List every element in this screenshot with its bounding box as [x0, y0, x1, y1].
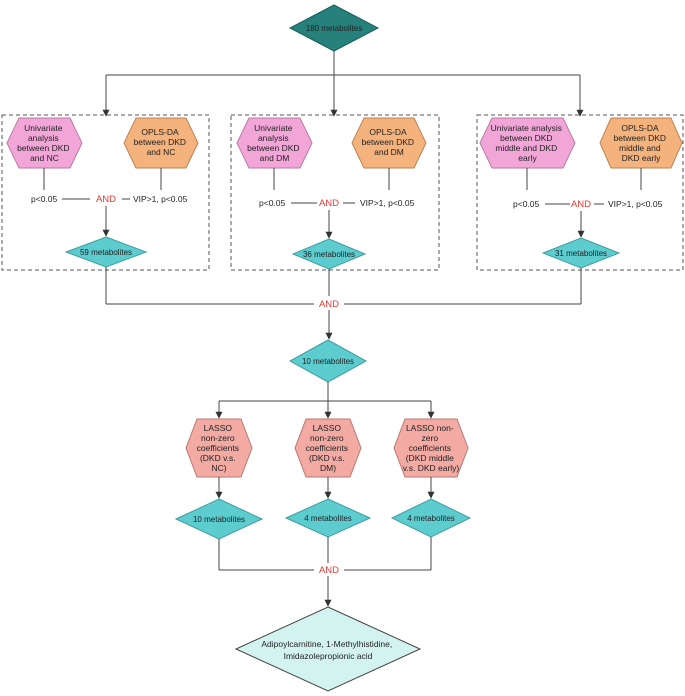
opls-label-dkd-dm: OPLS-DA between DKD and DM [362, 127, 417, 157]
and-label-dkd-middle-early: AND [571, 199, 591, 210]
p-label-dkd-nc: p<0.05 [31, 194, 58, 204]
mid-label: 10 metabolites [302, 357, 354, 366]
opls-hexagon-dkd-middle-early [599, 117, 683, 169]
opls-hexagon-dkd-dm [351, 117, 427, 169]
lasso-label-dkd-middle-early: LASSO non- zero coefficients (DKD middle… [403, 423, 460, 473]
lasso-dkd-nc: LASSO non-zero coefficients (DKD v.s. NC… [185, 418, 253, 478]
result-label-dkd-nc: 59 metabolites [80, 248, 132, 257]
and-label-dkd-nc: AND [96, 194, 116, 205]
mid-node: 10 metabolites [288, 339, 368, 383]
lasso-label-dkd-nc: LASSO non-zero coefficients (DKD v.s. NC… [197, 423, 242, 473]
lasso-hexagon-dkd-middle-early [393, 418, 469, 478]
lasso-result-label-dkd-nc: 10 metabolites [193, 515, 245, 524]
lasso-result-dkd-nc: 10 metabolites [174, 498, 264, 540]
final-label: Adipoylcarnitine, 1-Methylhistidine, Imi… [261, 639, 394, 661]
and-label-dkd-dm: AND [319, 198, 339, 209]
opls-hexagon-dkd-nc [123, 117, 199, 169]
final-diamond [234, 606, 422, 692]
group-dkd-dm: Univariate analysis between DKD and DM O… [236, 117, 427, 270]
merge1-and-label: AND [319, 299, 339, 310]
lasso-dkd-middle-early: LASSO non- zero coefficients (DKD middle… [393, 418, 469, 478]
opls-label-dkd-nc: OPLS-DA between DKD and NC [134, 127, 189, 157]
univariate-label-dkd-middle-early: Univariate analysis between DKD middle a… [491, 123, 565, 163]
vip-label-dkd-dm: VIP>1, p<0.05 [360, 198, 415, 208]
lasso-result-connectors [215, 477, 435, 499]
p-label-dkd-dm: p<0.05 [259, 198, 286, 208]
top-node: 180 metabolites [288, 4, 380, 52]
merge-2: AND [218, 537, 432, 607]
lasso-dkd-dm: LASSO non-zero coefficients (DKD v.s. DM… [294, 418, 362, 478]
univariate-hexagon-dkd-nc [6, 117, 83, 169]
lasso-result-label-dkd-middle-early: 4 metabolites [407, 514, 455, 523]
univariate-label-dkd-nc: Univariate analysis between DKD and NC [17, 123, 72, 163]
vip-label-dkd-middle-early: VIP>1, p<0.05 [608, 199, 663, 209]
group-dkd-nc: Univariate analysis between DKD and NC O… [6, 117, 199, 268]
lasso-hexagon-dkd-dm [294, 418, 362, 478]
group-dkd-middle-early: Univariate analysis between DKD middle a… [479, 117, 683, 269]
univariate-hexagon-dkd-dm [236, 117, 313, 169]
lasso-result-label-dkd-dm: 4 metabolites [304, 514, 352, 523]
top-label: 180 metabolites [306, 24, 362, 33]
final-node: Adipoylcarnitine, 1-Methylhistidine, Imi… [234, 606, 422, 692]
result-label-dkd-dm: 36 metabolites [303, 250, 355, 259]
top-connectors [102, 48, 584, 117]
top-diamond [288, 4, 380, 52]
p-label-dkd-middle-early: p<0.05 [513, 199, 540, 209]
lasso-label-dkd-dm: LASSO non-zero coefficients (DKD v.s. DM… [306, 423, 351, 473]
group-box-dkd-middle-early [476, 114, 684, 271]
opls-label-dkd-middle-early: OPLS-DA between DKD middle and DKD early [614, 123, 669, 163]
result-label-dkd-middle-early: 31 metabolites [555, 249, 607, 258]
univariate-label-dkd-dm: Univariate analysis between DKD and DM [247, 123, 302, 163]
univariate-hexagon-dkd-middle-early [479, 117, 576, 169]
lasso-result-dkd-middle-early: 4 metabolites [390, 498, 472, 538]
lasso-connectors [215, 382, 435, 419]
vip-label-dkd-nc: VIP>1, p<0.05 [133, 194, 188, 204]
lasso-hexagon-dkd-nc [185, 418, 253, 478]
merge-1: AND [105, 267, 582, 340]
merge2-and-label: AND [319, 565, 339, 576]
lasso-result-dkd-dm: 4 metabolites [284, 498, 372, 538]
